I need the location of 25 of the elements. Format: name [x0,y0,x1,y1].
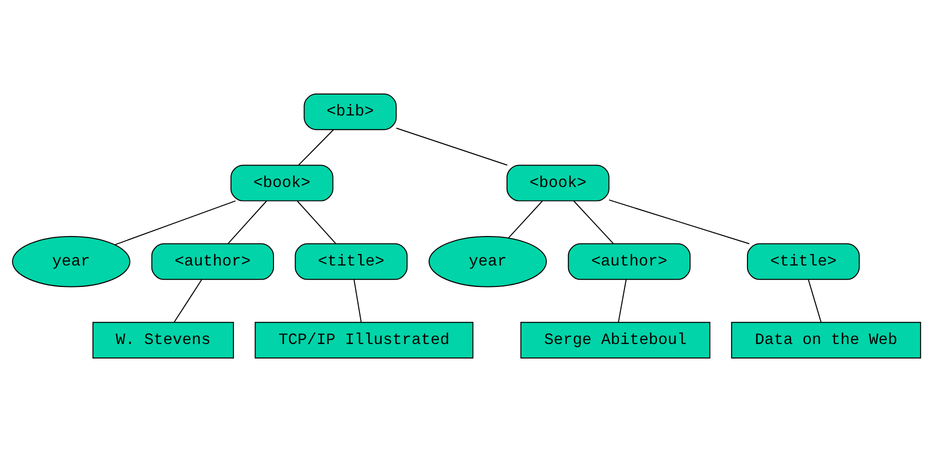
connector [114,200,236,246]
node-ellipse: year [428,236,547,288]
connector [228,200,268,244]
connector [618,279,627,323]
node-box: <book> [506,164,610,202]
node-box: <title> [294,243,408,280]
connector [354,279,362,323]
connector [296,200,336,244]
node-box: W. Stevens [92,322,234,359]
node-box: <book> [230,164,334,202]
connector [808,279,822,323]
connector [298,129,334,166]
node-box: <author> [568,243,691,280]
connector [508,200,543,238]
node-box: <author> [151,243,274,280]
node-box: Data on the Web [731,322,922,359]
node-box: <bib> [304,93,397,130]
connector [174,279,202,323]
node-box: TCP/IP Illustrated [254,322,474,359]
node-box: <title> [746,243,860,280]
node-box: Serge Abiteboul [520,322,710,359]
connector [608,199,750,244]
node-ellipse: year [12,236,130,288]
connector [396,128,508,166]
connector [573,200,614,244]
